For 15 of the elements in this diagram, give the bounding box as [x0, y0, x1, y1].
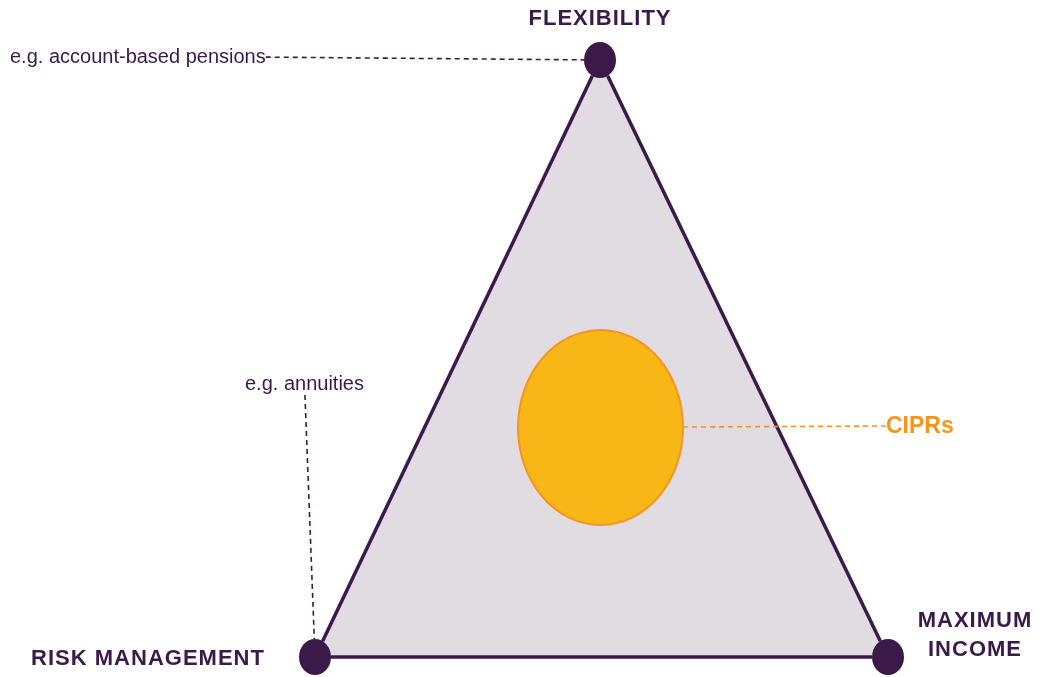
leader-line: [304, 394, 316, 640]
vertex-dot: [584, 42, 616, 78]
vertex-heading: FLEXIBILITY: [527, 4, 673, 32]
triangle-side: [606, 75, 882, 642]
highlight-label: CIPRs: [886, 412, 954, 440]
vertex-dot: [299, 639, 331, 675]
example-label: e.g. annuities: [245, 371, 364, 395]
vertex-heading: MAXIMUM INCOME: [916, 606, 1034, 663]
vertex-heading: RISK MANAGEMENT: [30, 644, 266, 672]
triangle-side: [331, 655, 872, 659]
example-label: e.g. account-based pensions: [10, 44, 266, 68]
triangle-side: [321, 75, 594, 642]
leader-line: [683, 425, 887, 428]
vertex-dot: [872, 639, 904, 675]
leader-line: [264, 56, 585, 61]
